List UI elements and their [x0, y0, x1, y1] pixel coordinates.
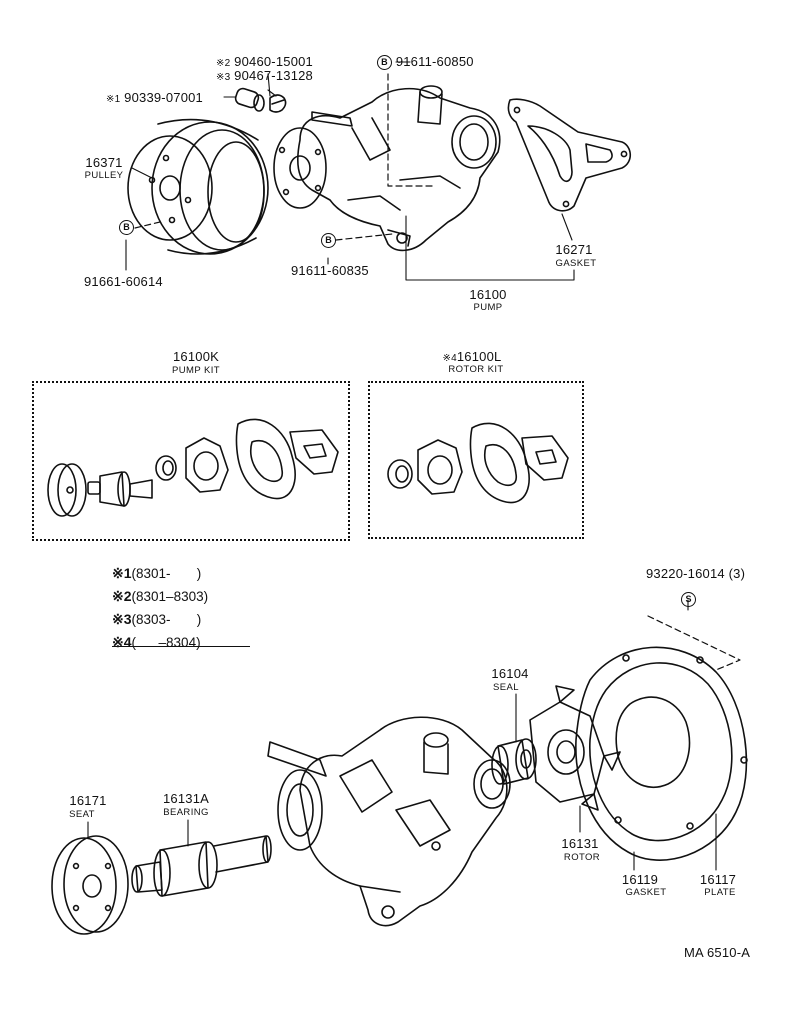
part-number-16100: 16100: [469, 287, 507, 302]
part-number-91611-60835: 91611-60835: [291, 263, 369, 278]
pump-kit-drawing: [47, 418, 339, 517]
note-range: (8303- ): [131, 612, 202, 627]
note-range: (8301–8303): [131, 589, 209, 604]
seal-drawing: [491, 738, 537, 785]
pump-kit-box: [32, 381, 350, 541]
part-number-91661: 91661-60614: [84, 274, 163, 289]
bolt-leader-lines: [134, 73, 435, 241]
part-name-gasket-top: GASKET: [555, 258, 597, 269]
part-name-plate: PLATE: [704, 887, 736, 898]
b-bubble-icon: B: [119, 220, 134, 235]
part-label-90460: ※2 90460-15001: [216, 55, 313, 70]
part-number-16119: 16119: [621, 872, 659, 887]
note-row: ※3(8303- ): [112, 608, 208, 631]
bearing-drawing: [131, 835, 272, 897]
pump-body-drawing: [273, 85, 501, 252]
rotor-kit-box: [368, 381, 584, 539]
rotor-kit-drawing: [387, 422, 569, 504]
part-label-91611-60850: B 91611-60850: [377, 54, 474, 71]
part-name-rotor: ROTOR: [563, 852, 601, 863]
part-number-16171: 16171: [69, 793, 107, 808]
applicability-notes: ※1(8301- ) ※2(8301–8303) ※3(8303- ) ※4( …: [112, 562, 208, 654]
note-range: ( –8304): [131, 635, 201, 650]
part-number-16371: 16371: [85, 155, 123, 170]
part-number-16131: 16131: [561, 836, 599, 851]
notes-underline: [112, 646, 250, 647]
part-number-90339: 90339-07001: [124, 90, 203, 105]
part-name-seal: SEAL: [493, 682, 519, 693]
part-number-16100k: 16100K: [172, 349, 220, 364]
note-mark: ※3: [112, 611, 132, 627]
note-mark: ※4: [112, 634, 132, 650]
b-bubble-left: B: [119, 220, 134, 235]
b-bubble-bottom: B: [321, 233, 336, 248]
plate-and-gasket-drawing: [575, 646, 748, 861]
part-number-90460: 90460-15001: [234, 54, 313, 69]
b-bubble-icon: B: [377, 55, 392, 71]
asterisk-3-mark: ※3: [216, 72, 231, 83]
part-number-16117: 16117: [699, 872, 737, 887]
part-name-gasket-bottom: GASKET: [625, 887, 667, 898]
part-name-pulley: PULLEY: [84, 170, 124, 181]
part-name-seat: SEAT: [69, 809, 95, 820]
s-bubble-icon: S: [681, 592, 696, 607]
screw-leader-lines: [647, 615, 741, 671]
pulley-drawing: [127, 118, 269, 255]
part-name-rotor-kit: ROTOR KIT: [448, 364, 504, 375]
note-mark: ※2: [112, 588, 132, 604]
rotor-drawing: [529, 685, 621, 811]
note-row: ※2(8301–8303): [112, 585, 208, 608]
part-name-pump: PUMP: [473, 302, 503, 313]
part-label-90339: ※1 90339-07001: [106, 91, 203, 106]
asterisk-4-mark: ※4: [442, 353, 457, 364]
b-bubble-icon: B: [321, 233, 336, 248]
pump-gasket-drawing: [507, 98, 632, 212]
part-number-16100l: 16100L: [456, 349, 502, 364]
part-label-90467: ※3 90467-13128: [216, 69, 313, 84]
asterisk-2-mark: ※2: [216, 58, 231, 69]
seat-drawing: [51, 835, 129, 935]
part-number-16104: 16104: [491, 666, 529, 681]
part-number-91611-60850: 91611-60850: [395, 54, 474, 69]
s-bubble: S: [681, 592, 696, 607]
top-leader-lines: [125, 61, 575, 281]
part-name-bearing: BEARING: [163, 807, 209, 818]
note-mark: ※1: [112, 565, 132, 581]
figure-id: MA 6510-A: [684, 945, 751, 960]
note-row: ※4( –8304): [112, 631, 208, 654]
note-range: (8301- ): [131, 566, 202, 581]
seal-and-clip-drawing: [234, 87, 287, 113]
part-number-16131a: 16131A: [162, 791, 210, 806]
note-row: ※1(8301- ): [112, 562, 208, 585]
asterisk-1-mark: ※1: [106, 94, 121, 105]
bottom-leader-lines: [87, 599, 717, 871]
part-number-16271: 16271: [555, 242, 593, 257]
part-number-93220: 93220-16014 (3): [646, 566, 746, 581]
part-name-pump-kit: PUMP KIT: [172, 365, 220, 376]
part-number-90467: 90467-13128: [234, 68, 313, 83]
pump-body-bottom-drawing: [267, 716, 511, 927]
part-label-16100l: ※416100L: [443, 350, 502, 365]
